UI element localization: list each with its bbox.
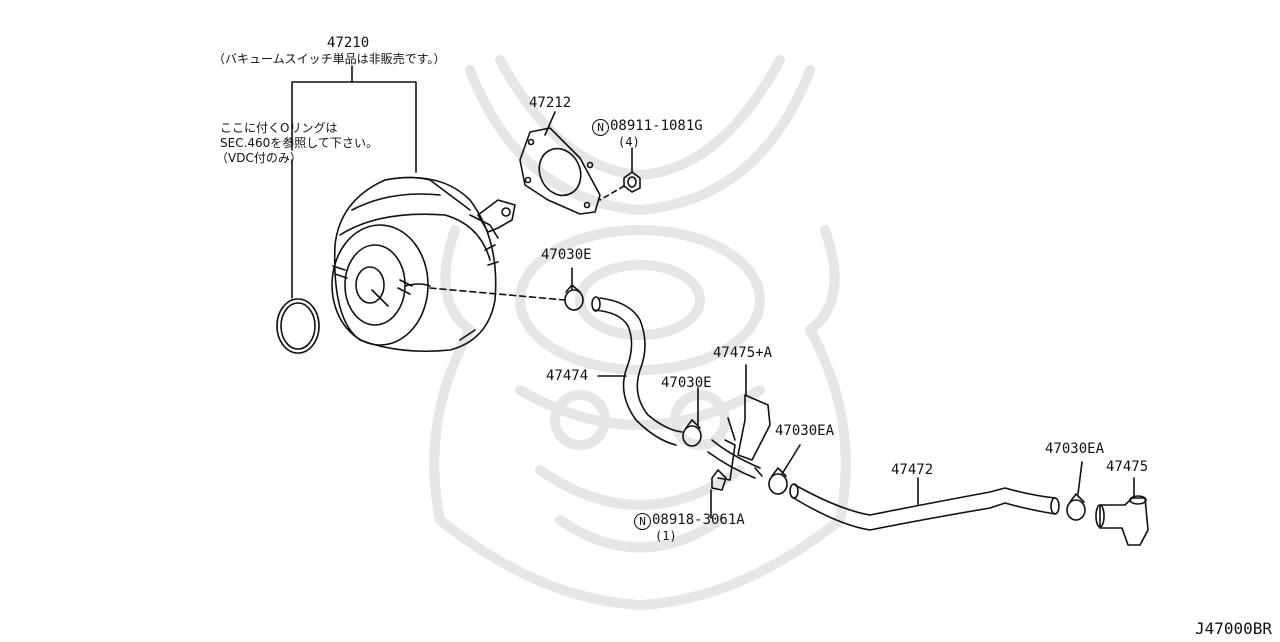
label-booster-note: （バキュームスイッチ単品は非販売です。）	[213, 52, 446, 66]
leader-gasket	[544, 111, 556, 136]
hose-upper	[599, 297, 683, 433]
reference-code: J47000BR	[1194, 619, 1272, 638]
label-nut-number: 08911-1081G	[610, 118, 703, 134]
clamp-ea-1-part	[768, 467, 788, 495]
leader-clamp-ea-1	[781, 444, 801, 475]
label-booster: 47210	[327, 35, 370, 51]
label-clamp-ea-2: 47030EA	[1045, 441, 1105, 457]
label-clamp-top: 47030E	[541, 247, 592, 263]
label-bracket: 47475+A	[713, 345, 773, 361]
gasket	[519, 127, 601, 215]
nut-symbol: N	[592, 119, 609, 136]
bracket-part	[707, 394, 771, 491]
bolt-symbol: N	[634, 513, 651, 530]
label-gasket: 47212	[529, 95, 572, 111]
label-oring-note-1: ここに付くOリングは	[220, 121, 338, 135]
label-oring-note-3: （VDC付のみ）	[216, 151, 302, 165]
dash-hose	[429, 287, 566, 301]
clamp-ea-2-part	[1066, 493, 1086, 521]
dash-nut	[599, 185, 625, 201]
label-check-valve: 47475	[1106, 459, 1149, 475]
leader-clamp-ea-2	[1077, 461, 1083, 495]
leader-booster	[291, 81, 417, 173]
brake-booster	[331, 176, 499, 353]
label-nut-qty: (4)	[618, 135, 640, 149]
label-hose-upper: 47474	[546, 368, 589, 384]
o-ring-inner	[280, 302, 316, 350]
label-clamp-mid: 47030E	[661, 375, 712, 391]
o-ring-outer	[276, 298, 320, 354]
label-oring-note-2: SEC.460を参照して下さい。	[220, 136, 378, 150]
label-bolt-number: 08918-3061A	[652, 512, 745, 528]
label-hose-lower: 47472	[891, 462, 934, 478]
line-art	[276, 65, 1149, 546]
label-bolt-qty: (1)	[655, 529, 677, 543]
hose-lower	[794, 484, 1056, 516]
label-clamp-ea-1: 47030EA	[775, 423, 835, 439]
check-valve-part	[1095, 495, 1149, 546]
booster-bracket	[477, 199, 516, 233]
